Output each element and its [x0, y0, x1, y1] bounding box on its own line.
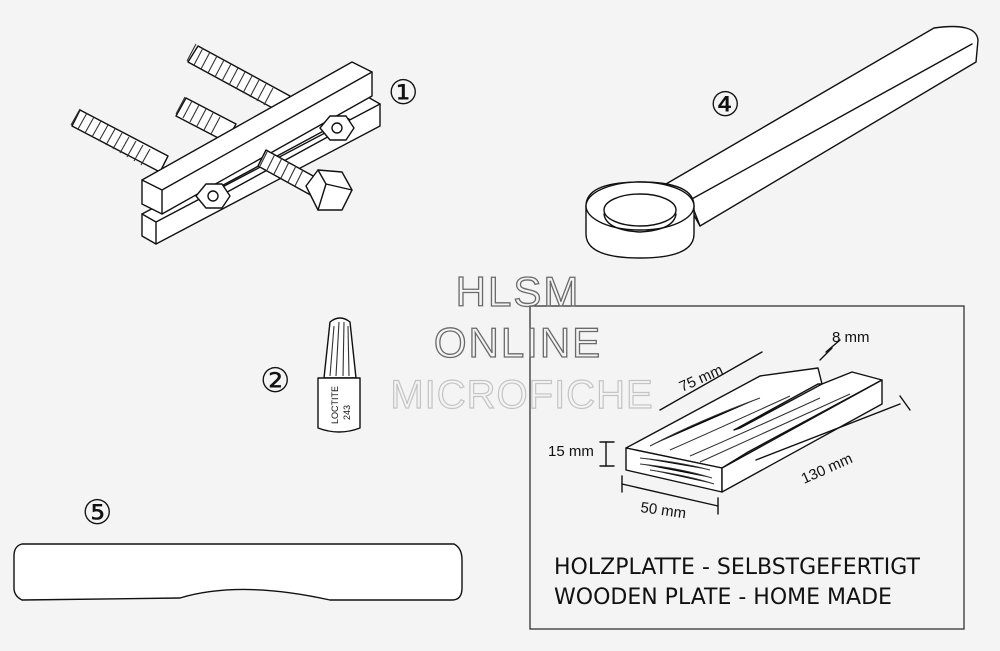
dimension-lines — [599, 339, 911, 515]
threaded-rod-left — [70, 108, 169, 173]
puller-bar-upper — [141, 61, 373, 215]
support-plate — [13, 543, 463, 601]
bottle-brand: LOCTITE — [330, 386, 340, 424]
dim-slot-width: 8 mm — [832, 329, 870, 346]
part-number-1: ① — [388, 73, 418, 113]
puller-tool — [70, 43, 381, 245]
watermark-line-1: HLSM — [456, 268, 581, 315]
caption-german: HOLZPLATTE - SELBSTGEFERTIGT — [554, 555, 920, 580]
threaded-rod-top — [186, 43, 291, 113]
hex-nut-left — [195, 183, 231, 209]
caption-english: WOODEN PLATE - HOME MADE — [554, 585, 892, 610]
watermark-line-3: MICROFICHE — [390, 373, 653, 417]
hex-bolt — [257, 149, 353, 211]
dim-slot-length: 75 mm — [677, 361, 726, 395]
part-number-4: ④ — [710, 85, 740, 125]
part-number-2: ② — [260, 361, 290, 401]
dim-length: 130 mm — [799, 450, 855, 488]
dim-width: 50 mm — [639, 499, 687, 522]
watermark-line-2: ONLINE — [434, 319, 602, 366]
wooden-plate-frame — [529, 305, 965, 630]
watermark: HLSM ONLINE MICROFICHE — [390, 267, 654, 417]
ring-wrench — [585, 25, 979, 259]
bottle-number: 243 — [342, 405, 352, 420]
loctite-bottle: LOCTITE 243 — [317, 317, 361, 433]
dim-thickness: 15 mm — [548, 443, 594, 460]
plate-slot — [733, 383, 823, 431]
wooden-plate-drawing: 75 mm 8 mm 15 mm 50 mm 130 mm — [548, 329, 911, 522]
hex-nut-right — [319, 115, 355, 141]
part-number-5: ⑤ — [82, 493, 112, 533]
